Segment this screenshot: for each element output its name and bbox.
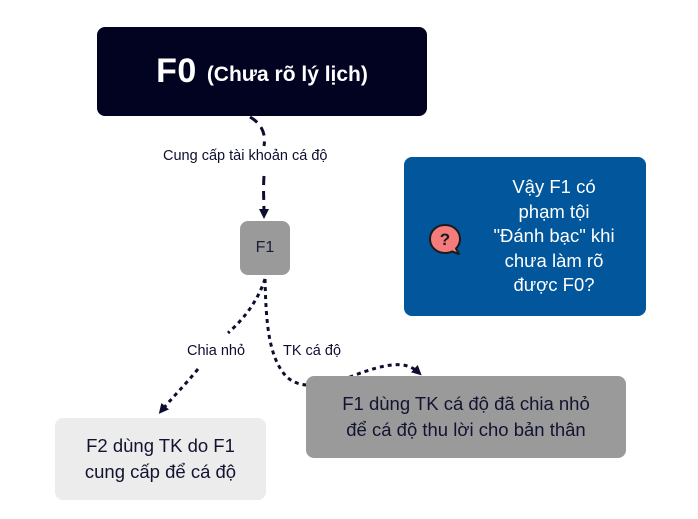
edge-f1-to-f2-upper (227, 278, 267, 335)
edge-label-provide-account: Cung cấp tài khoản cá độ (163, 148, 328, 164)
edge-label-betting-account: TK cá độ (283, 343, 342, 359)
f1-label: F1 (255, 239, 275, 256)
f1-use-line: F1 dùng TK cá độ đã chia nhỏ (342, 393, 590, 414)
edge-f1-to-f1use (263, 278, 422, 387)
question-bubble-icon: ? (429, 224, 461, 255)
node-f2[interactable]: F2 dùng TK do F1 cung cấp để cá độ (55, 418, 266, 500)
edge-f1-to-f2-lower (158, 368, 200, 414)
node-f1-uses-account[interactable]: F1 dùng TK cá độ đã chia nhỏ để cá độ th… (306, 376, 626, 458)
f0-title: F0 (156, 52, 197, 90)
question-line: "Đánh bạc" khi (493, 225, 615, 246)
svg-text:?: ? (440, 230, 450, 249)
question-line: chưa làm rõ (504, 249, 604, 271)
question-line: được F0? (513, 274, 595, 295)
question-line: Vậy F1 có (512, 176, 596, 197)
question-text: Vậy F1 có phạm tội "Đánh bạc" khi chưa l… (474, 175, 634, 298)
f2-line: F2 dùng TK do F1 (86, 435, 235, 456)
node-f1[interactable]: F1 (240, 221, 290, 275)
edge-f0-to-f1-upper (249, 115, 266, 147)
f0-subtitle: (Chưa rõ lý lịch) (206, 62, 368, 86)
edge-label-split: Chia nhỏ (187, 343, 246, 359)
f2-line: cung cấp để cá độ (84, 461, 237, 482)
f1-use-line: để cá độ thu lời cho bản thân (346, 419, 586, 440)
node-question[interactable]: ? Vậy F1 có phạm tội "Đánh bạc" khi chưa… (404, 157, 646, 316)
node-f0[interactable]: F0 (Chưa rõ lý lịch) (97, 27, 427, 116)
question-line: phạm tội (518, 200, 590, 222)
